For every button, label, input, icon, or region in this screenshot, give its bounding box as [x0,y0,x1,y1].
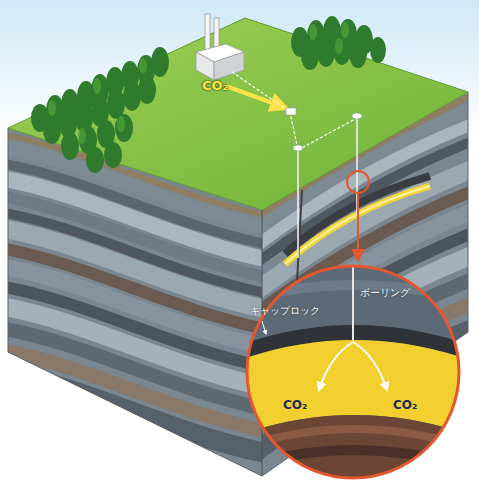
pipeline [232,72,357,150]
zoom-arrow [357,193,359,260]
ground-surface [8,18,468,210]
inset-ring [247,266,459,478]
part-label: ボーリング [360,287,410,299]
part-label: キャップロック [250,305,320,317]
injection-wells [293,113,362,258]
zoom-marker [347,171,369,193]
gas-label: CO₂ [393,398,417,412]
co2-flow-arrow [226,86,286,108]
flow-label: CO₂ [202,78,228,94]
inset-cross-section [240,260,470,480]
power-plant [196,14,244,80]
gas-label: CO₂ [283,398,307,412]
